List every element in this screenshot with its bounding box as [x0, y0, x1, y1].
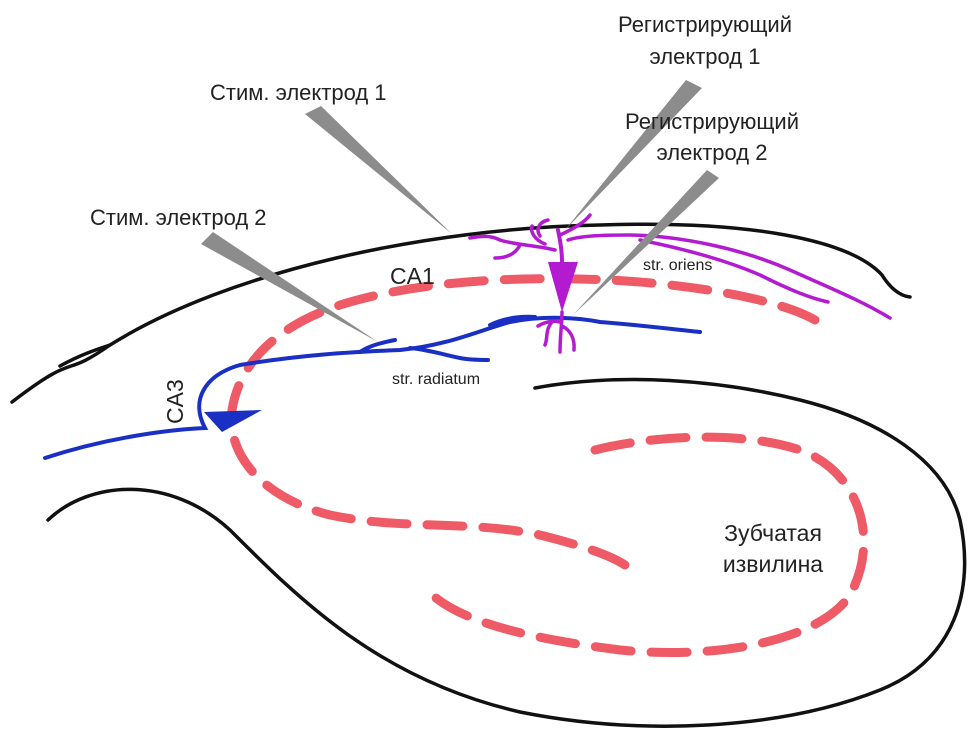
hippocampus-upper-notch [60, 345, 110, 366]
recording-electrode-2-label-line1: Регистрирующий [625, 109, 799, 134]
stim-electrode-1 [305, 106, 452, 234]
dentate-gyrus-label-line1: Зубчатая [724, 520, 822, 546]
str-oriens-label: str. oriens [643, 257, 712, 274]
hippocampus-lower-outline [48, 379, 965, 726]
ca3-label: CA3 [162, 379, 188, 424]
ca3-axon-arrowhead [204, 410, 262, 432]
recording-electrode-2-label-line2: электрод 2 [657, 140, 768, 165]
str-radiatum-label: str. radiatum [392, 371, 480, 388]
ca1-label: CA1 [390, 263, 435, 289]
ca3-axon-branch-2 [410, 348, 488, 360]
stim-electrode-1-label: Стим. электрод 1 [210, 80, 387, 105]
ca1-neuron-soma [548, 262, 578, 312]
dentate-gyrus-label-line2: извилина [723, 551, 823, 577]
recording-electrode-1-label-line1: Регистрирующий [618, 12, 792, 37]
stim-electrode-2-label: Стим. электрод 2 [90, 205, 267, 230]
recording-electrode-1-label-line2: электрод 1 [650, 44, 761, 69]
